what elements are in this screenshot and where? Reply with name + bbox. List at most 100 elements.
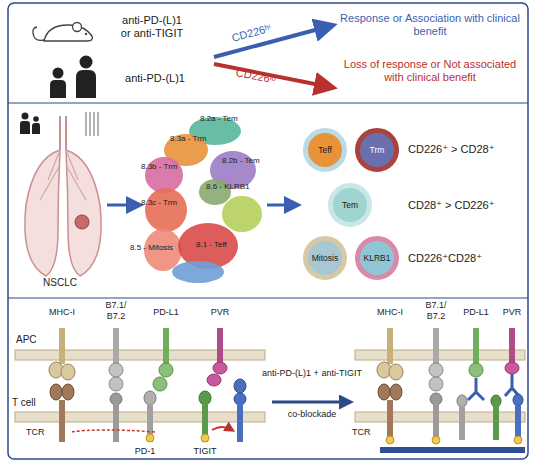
text-label: 8.2b - Tem: [222, 156, 282, 165]
cell-circle: Teff: [303, 128, 347, 172]
pvr-domain: [213, 362, 227, 374]
person-body: [50, 80, 66, 98]
text-label: 8.3a - Trm: [170, 134, 230, 143]
pdl1-domain: [153, 377, 167, 391]
mouse-icon: [44, 25, 92, 41]
tcr-domain: [378, 384, 390, 400]
text-label: 8.6 - KLRB1: [206, 182, 266, 191]
cell-label: Tem: [342, 200, 358, 210]
b7-stem: [113, 328, 119, 364]
text-label: B7.1/ B7.2: [100, 300, 132, 321]
cd226-stem: [515, 406, 521, 440]
cell-circle: Trm: [355, 128, 399, 172]
cd28-domain: [110, 393, 122, 405]
cell-label: Trm: [370, 145, 385, 155]
pd1-domain: [144, 391, 156, 405]
flow-arrow: [267, 204, 296, 207]
cd28-stem: [433, 404, 439, 440]
umap-cluster: [145, 188, 187, 232]
pvr-domain: [207, 374, 221, 386]
trachea: [60, 116, 66, 150]
text-label: CD28⁺ > CD226⁺: [408, 199, 526, 212]
cell-label: KLRB1: [364, 253, 391, 263]
pd1-stem: [147, 404, 153, 442]
text-label: T cell: [12, 397, 46, 409]
pdl1-stem: [163, 328, 169, 364]
mhc-stem: [59, 328, 65, 364]
phospho-site: [201, 434, 209, 442]
b7-domain: [429, 377, 443, 391]
tcell-membrane: [15, 412, 265, 422]
text-label: APC: [16, 334, 46, 346]
apc-membrane: [15, 350, 265, 360]
cd226-domain: [513, 394, 523, 406]
tigit-domain: [491, 395, 501, 407]
text-label: 8.5 - Mitosis: [130, 243, 195, 252]
person-body: [32, 123, 40, 134]
text-label: 8.1 - Teff: [196, 240, 251, 249]
text-label: anti-PD-(L)1 + anti-TIGIT: [262, 368, 362, 379]
cell-label: Teff: [318, 145, 332, 155]
panel-divider: [8, 297, 528, 298]
cell-circle: Tem: [328, 183, 372, 227]
tumor: [75, 215, 89, 229]
cd226-domain: [234, 393, 246, 405]
text-label: Loss of response or Not associated with …: [335, 58, 525, 84]
text-label: anti-PD-(L)1: [118, 72, 192, 85]
text-label: PD-1: [128, 446, 162, 457]
text-label: PD-L1: [458, 307, 494, 318]
b7-domain: [109, 363, 123, 377]
text-label: TCR: [352, 427, 380, 438]
phospho-site: [514, 436, 522, 444]
text-label: TIGIT: [186, 446, 224, 457]
mhc-domain: [389, 364, 403, 380]
text-label: PD-L1: [148, 307, 184, 318]
pvr-stem: [217, 328, 223, 364]
text-label: 8.3c - Trm: [141, 198, 196, 207]
tcr-domain: [62, 384, 74, 400]
mouse-ear: [73, 23, 82, 32]
tcr-domain: [50, 384, 62, 400]
phospho-site: [146, 434, 154, 442]
lung-lobe: [25, 150, 60, 276]
cd226-stem: [237, 404, 243, 442]
tigit-domain: [199, 391, 211, 405]
text-label: 8.3b - Trm: [141, 162, 196, 171]
lung-lobe: [66, 150, 101, 276]
panel-divider: [8, 102, 528, 103]
tcr-stem: [387, 400, 393, 440]
flow-arrow: [107, 204, 138, 207]
person-head: [80, 56, 93, 69]
outer-frame: [8, 3, 528, 459]
text-label: CD226⁺CD28⁺: [408, 252, 526, 265]
text-label: co-blockade: [262, 409, 362, 420]
person-body: [76, 70, 96, 98]
phospho-site: [386, 436, 394, 444]
b7-domain: [429, 363, 443, 377]
cd28-stem: [113, 404, 119, 442]
apc-membrane: [355, 350, 525, 360]
cd226-domain: [234, 379, 246, 393]
ruler-hatch: [86, 112, 98, 136]
pvr-stem: [509, 328, 515, 364]
text-label: CD226⁺ > CD28⁺: [408, 143, 526, 156]
pdl1-domain: [159, 363, 173, 377]
bronchi: [40, 150, 86, 200]
tigit-stem: [493, 406, 499, 440]
mouse-tail: [33, 27, 44, 40]
text-label: B7.1/ B7.2: [420, 300, 452, 321]
cell-circle: Mitosis: [303, 236, 347, 280]
text-label: Response or Association with clinical be…: [335, 12, 525, 38]
pdl1-stem: [473, 328, 479, 364]
b7-domain: [109, 377, 123, 391]
antibody: [505, 374, 519, 396]
text-label: TCR: [26, 427, 54, 438]
text-label: anti-PD-(L)1 or anti-TIGIT: [120, 14, 184, 40]
cell-label: Mitosis: [312, 253, 338, 263]
person-head: [33, 116, 39, 122]
b7-stem: [433, 328, 439, 364]
blockade-arrow: [272, 401, 348, 404]
cd28-domain: [430, 393, 442, 405]
inhibition-arrow: [70, 430, 155, 432]
